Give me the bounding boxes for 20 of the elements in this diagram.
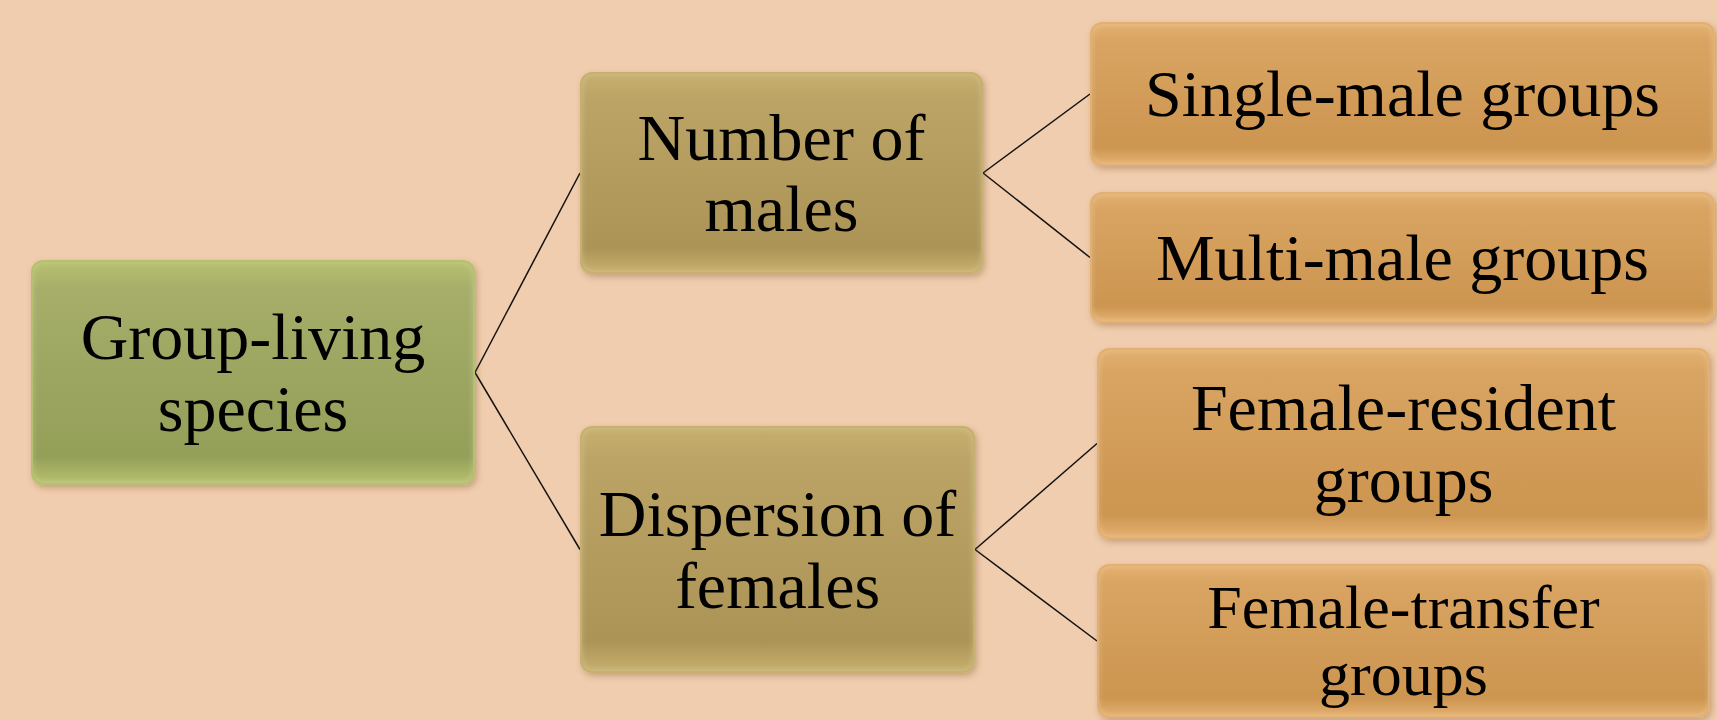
box-label: Group-living species (79, 301, 427, 444)
connector-line (982, 93, 1091, 174)
category-box (580, 72, 983, 274)
box-label: Number of males (636, 101, 927, 245)
box-label: Female-resident groups (1189, 372, 1618, 515)
category-box (1090, 22, 1715, 166)
box-label: Female-transfer groups (1206, 574, 1601, 708)
box-label: Single-male groups (1144, 58, 1661, 130)
category-box (580, 426, 975, 673)
box-label: Multi-male groups (1155, 221, 1650, 294)
connector-line (982, 172, 1091, 259)
category-box (31, 260, 475, 485)
category-box (1097, 564, 1710, 718)
box-label: Dispersion of females (597, 478, 958, 621)
connector-line (974, 442, 1098, 551)
category-box (1097, 348, 1710, 539)
connector-line (474, 371, 581, 551)
category-box (1090, 192, 1715, 323)
connector-line (474, 172, 581, 374)
connector-line (974, 548, 1098, 642)
